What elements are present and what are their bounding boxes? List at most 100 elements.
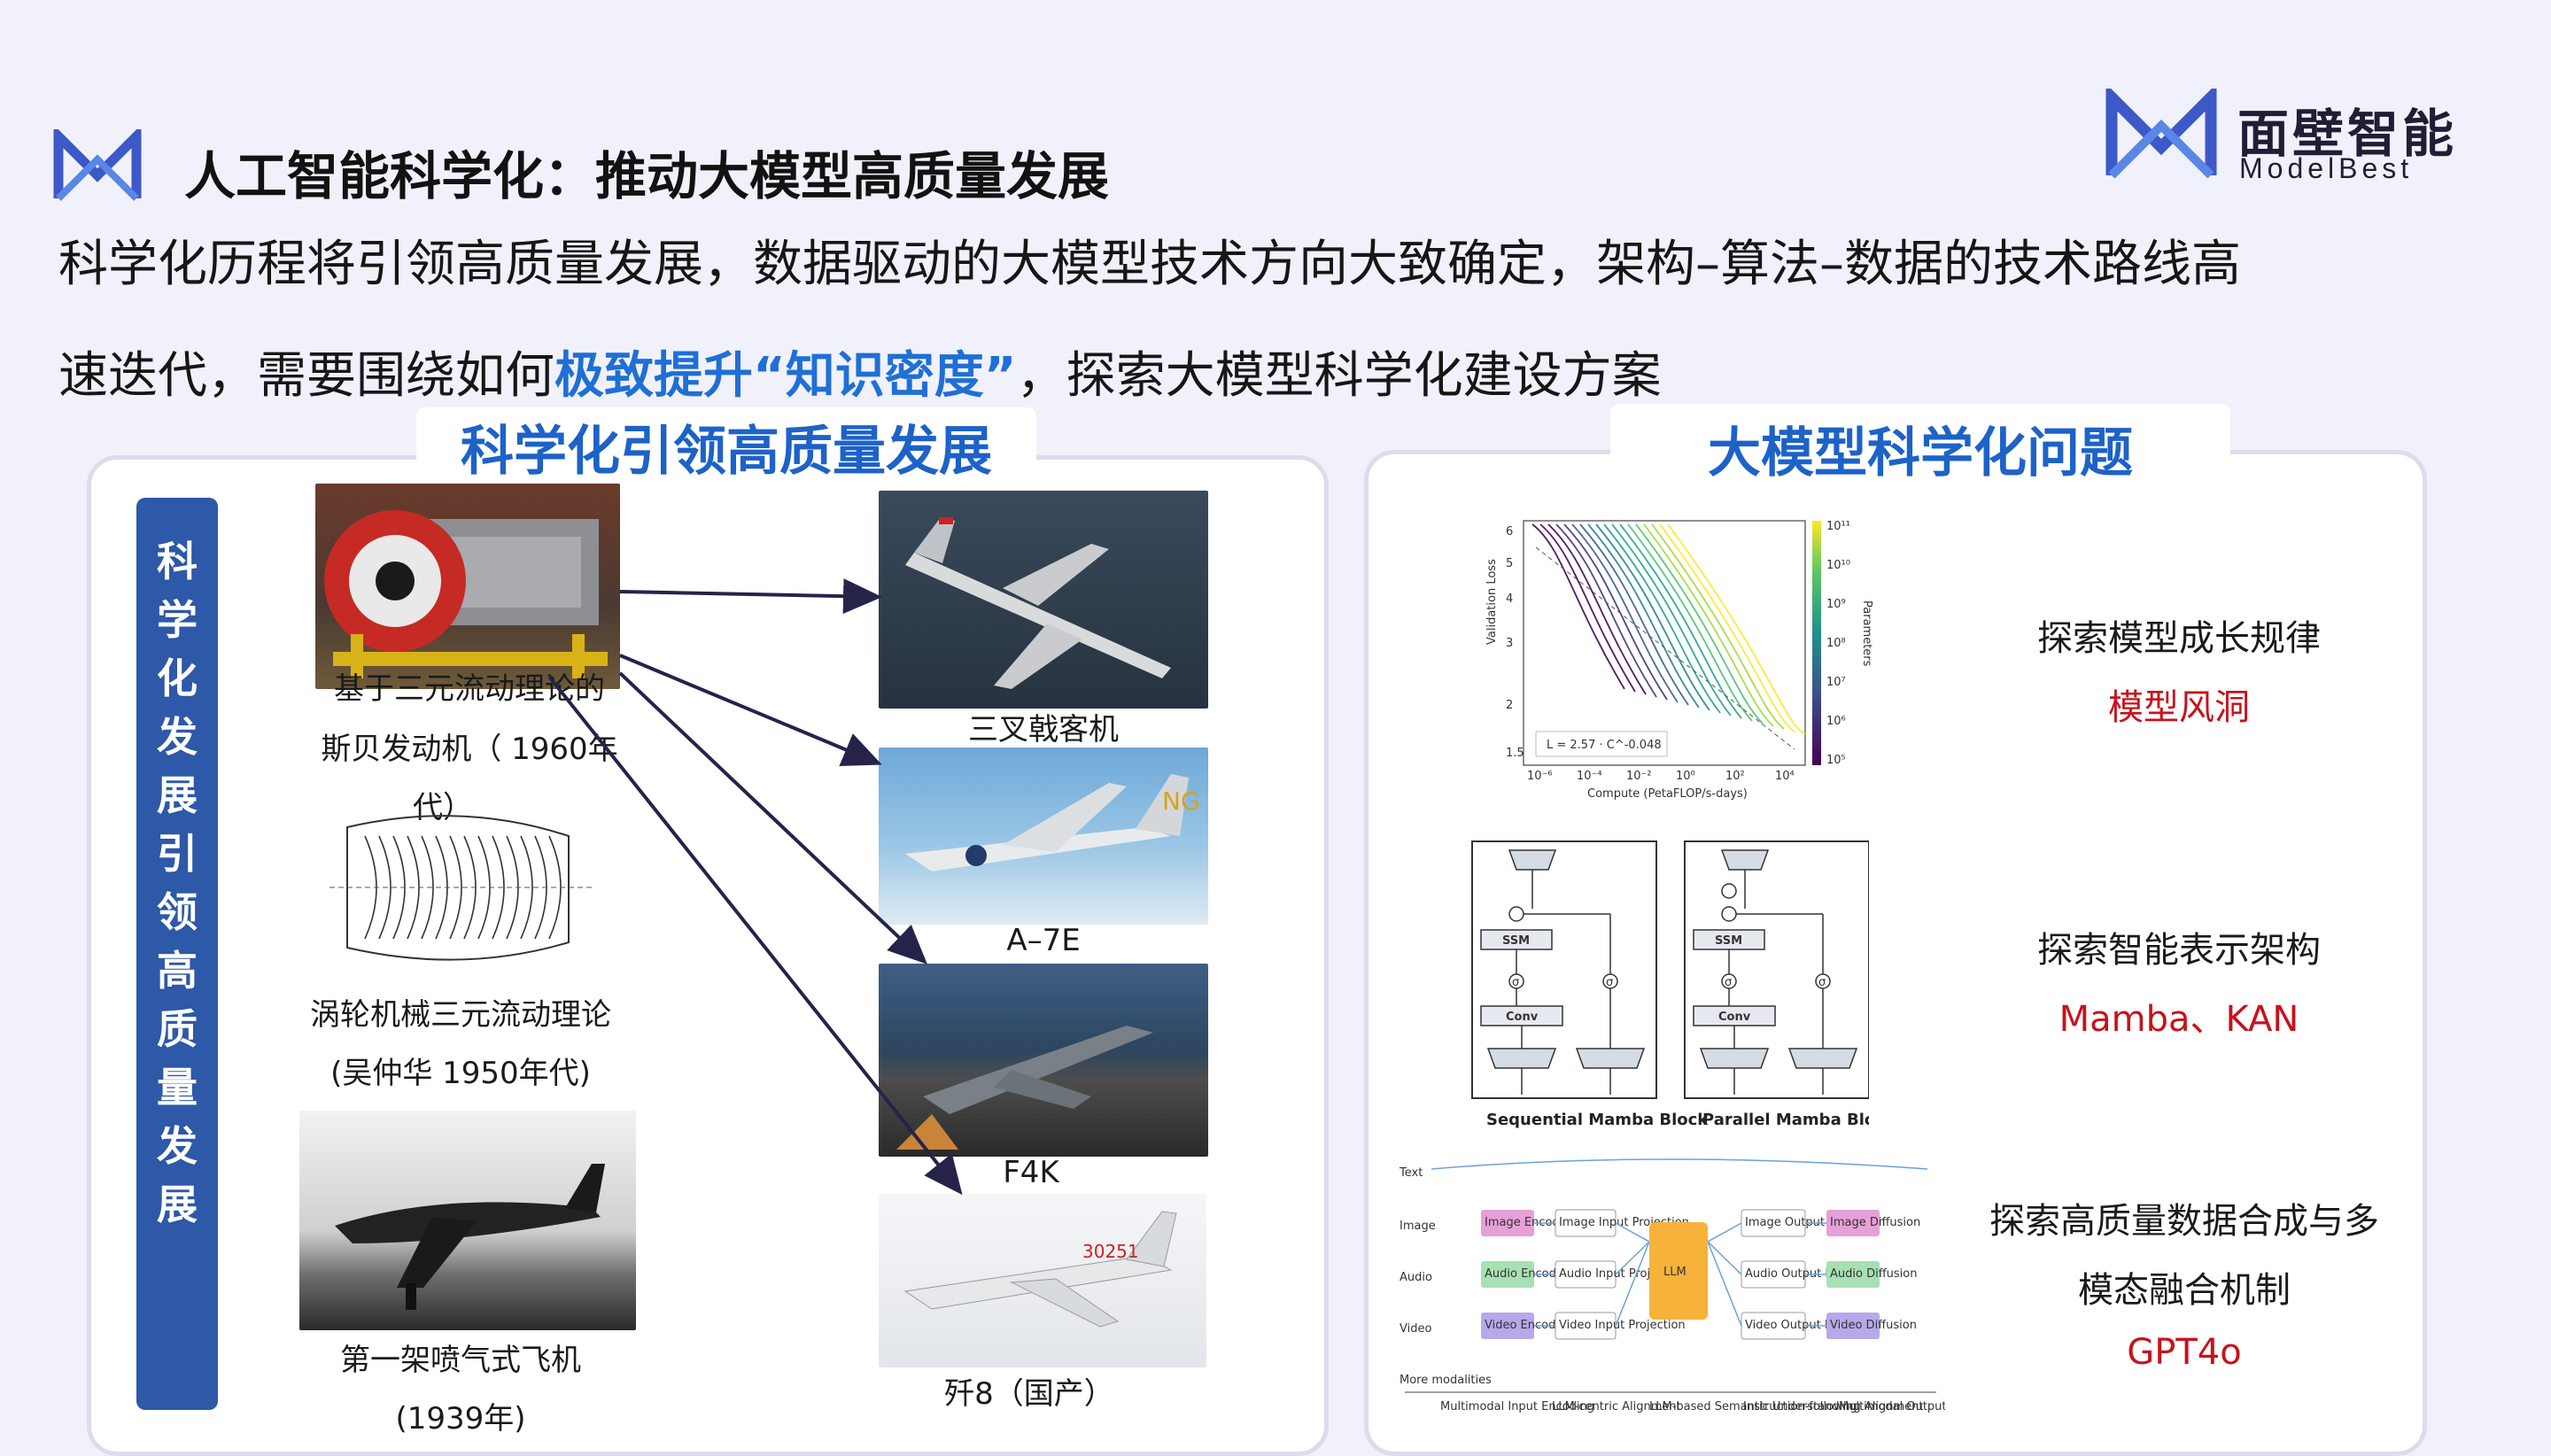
- arrow-to-trident: [619, 578, 882, 615]
- vertical-banner-char: 展: [157, 771, 198, 819]
- svg-text:Image Encoder: Image Encoder: [1485, 1216, 1572, 1229]
- turbine-drawing: [330, 801, 595, 974]
- vertical-banner-char: 化: [157, 654, 198, 702]
- svg-text:Conv: Conv: [1506, 1011, 1539, 1024]
- svg-text:Video Diffusion: Video Diffusion: [1830, 1319, 1917, 1332]
- scaling-law-xtick: 10⁰: [1676, 770, 1695, 783]
- svg-text:LLM: LLM: [1663, 1266, 1686, 1279]
- svg-text:Multimodal Output Generation: Multimodal Output Generation: [1839, 1400, 1945, 1413]
- scaling-law-ytick: 6: [1506, 525, 1513, 538]
- brand-name-cn: 面壁智能: [2237, 104, 2458, 164]
- modelbest-logo-icon: [53, 129, 142, 201]
- svg-text:SSM: SSM: [1502, 934, 1530, 948]
- scaling-law-ylabel: Validation Loss: [1485, 559, 1499, 645]
- svg-text:Video Encoder: Video Encoder: [1485, 1319, 1568, 1332]
- svg-text:Video: Video: [1400, 1322, 1431, 1336]
- trident-photo: [879, 491, 1208, 709]
- svg-text:σ: σ: [1725, 976, 1732, 989]
- lead-text-b: ，探索大模型科学化建设方案: [1016, 347, 1662, 405]
- lead-line-1: 科学化历程将引领高质量发展，数据驱动的大模型技术方向大致确定，架构–算法–数据的…: [58, 236, 2241, 293]
- scaling-law-xtick: 10⁻²: [1626, 770, 1652, 783]
- spey-engine-photo: [315, 484, 620, 689]
- scaling-law-xtick: 10⁴: [1775, 770, 1795, 783]
- vertical-banner-char: 引: [157, 830, 198, 878]
- svg-text:Audio Encoder: Audio Encoder: [1485, 1267, 1569, 1281]
- trident-caption: 三叉戟客机: [968, 712, 1119, 747]
- jet-caption-1: 第一架喷气式飞机: [340, 1343, 581, 1378]
- lead-paragraph: 科学化历程将引领高质量发展，数据驱动的大模型技术方向大致确定，架构–算法–数据的…: [58, 209, 2450, 432]
- growth-law-label: 探索模型成长规律: [2037, 618, 2321, 659]
- lead-highlight: 极致提升“知识密度”: [554, 347, 1017, 405]
- scaling-law-cbar-tick: 10⁵: [1826, 754, 1846, 767]
- vertical-banner-char: 高: [157, 947, 198, 995]
- scaling-law-cbar-label: Parameters: [1860, 600, 1873, 667]
- page-title: 人工智能科学化：推动大模型高质量发展: [184, 146, 1110, 206]
- a7e-photo: NG: [879, 747, 1208, 925]
- vertical-banner-char: 质: [157, 1005, 198, 1053]
- mamba-kan-label: Mamba、KAN: [2059, 999, 2299, 1040]
- j8-photo: 30251: [879, 1194, 1206, 1367]
- engine-caption-3: 代）: [413, 790, 473, 825]
- f4k-photo: [879, 964, 1208, 1157]
- svg-text:SSM: SSM: [1715, 934, 1742, 948]
- svg-text:Instruction-following Alignmen: Instruction-following Alignment: [1743, 1400, 1923, 1413]
- scaling-law-cbar-tick: 10⁶: [1826, 715, 1846, 728]
- parallel-mamba-title: Parallel Mamba Block: [1702, 1111, 1869, 1129]
- scaling-law-cbar-tick: 10¹¹: [1826, 520, 1850, 533]
- vertical-banner-char: 发: [157, 713, 198, 761]
- brand-logo: 面壁智能 ModelBest: [2105, 89, 2459, 186]
- svg-text:More modalities: More modalities: [1400, 1374, 1492, 1387]
- scaling-law-xtick: 10⁻⁴: [1577, 770, 1602, 783]
- vertical-banner-char: 发: [157, 1122, 198, 1170]
- engine-caption-2: 斯贝发动机（ 1960年: [321, 732, 618, 767]
- first-jet-photo: [299, 1111, 636, 1330]
- a7e-caption: A–7E: [1006, 923, 1081, 958]
- turbine-caption-2: (吴仲华 1950年代): [330, 1056, 591, 1091]
- f4k-caption: F4K: [1003, 1155, 1059, 1190]
- vertical-banner: 科学化发展引领高质量发展: [136, 498, 218, 1410]
- arch-label: 探索智能表示架构: [2037, 930, 2321, 971]
- svg-text:Audio Diffusion: Audio Diffusion: [1830, 1267, 1917, 1281]
- svg-text:Text: Text: [1399, 1166, 1423, 1180]
- left-panel-title: 科学化引领高质量发展: [416, 407, 1036, 489]
- brand-name-en: ModelBest: [2239, 152, 2414, 184]
- scaling-law-ytick: 1.5: [1506, 747, 1524, 760]
- lead-line-2: 速迭代，需要围绕如何极致提升“知识密度”，探索大模型科学化建设方案: [58, 321, 2450, 432]
- arrow-to-f4k: [618, 671, 927, 964]
- vertical-banner-char: 科: [157, 538, 198, 585]
- scaling-law-xlabel: Compute (PetaFLOP/s-days): [1587, 787, 1748, 801]
- turbine-caption-1: 涡轮机械三元流动理论: [310, 997, 611, 1033]
- scaling-law-ytick: 5: [1506, 557, 1513, 570]
- data-synthesis-label-2: 模态融合机制: [2078, 1270, 2291, 1311]
- svg-text:σ: σ: [1606, 976, 1613, 989]
- svg-text:σ: σ: [1818, 976, 1826, 989]
- lead-text-a: 速迭代，需要围绕如何: [58, 347, 554, 405]
- vertical-banner-char: 领: [157, 888, 198, 936]
- scaling-law-xtick: 10²: [1725, 770, 1745, 783]
- svg-text:Image: Image: [1400, 1220, 1436, 1233]
- scaling-law-ytick: 4: [1506, 592, 1513, 606]
- gpt4o-label: GPT4o: [2127, 1332, 2242, 1373]
- right-panel-title: 大模型科学化问题: [1610, 404, 2230, 491]
- scaling-law-cbar-tick: 10¹⁰: [1826, 559, 1850, 572]
- svg-text:Conv: Conv: [1718, 1011, 1751, 1024]
- scaling-law-cbar-tick: 10⁸: [1826, 637, 1846, 650]
- arrow-to-a7e: [619, 654, 882, 767]
- vertical-banner-char: 展: [157, 1181, 198, 1228]
- arrow-to-j8: [547, 675, 963, 1196]
- data-synthesis-label-1: 探索高质量数据合成与多: [1989, 1201, 2379, 1242]
- scaling-law-xtick: 10⁻⁶: [1527, 770, 1553, 783]
- svg-text:Video Input Projection: Video Input Projection: [1559, 1319, 1686, 1332]
- scaling-law-cbar-tick: 10⁹: [1826, 598, 1846, 611]
- scaling-law-cbar-tick: 10⁷: [1826, 676, 1846, 689]
- svg-text:Audio: Audio: [1400, 1271, 1432, 1284]
- svg-text:NG: NG: [1162, 786, 1200, 816]
- scaling-law-ytick: 3: [1506, 637, 1513, 650]
- scaling-law-ytick: 2: [1506, 699, 1513, 712]
- svg-text:LLM-based Semantic Understandi: LLM-based Semantic Understanding: [1649, 1400, 1857, 1413]
- brand-mark-icon: [2105, 89, 2217, 179]
